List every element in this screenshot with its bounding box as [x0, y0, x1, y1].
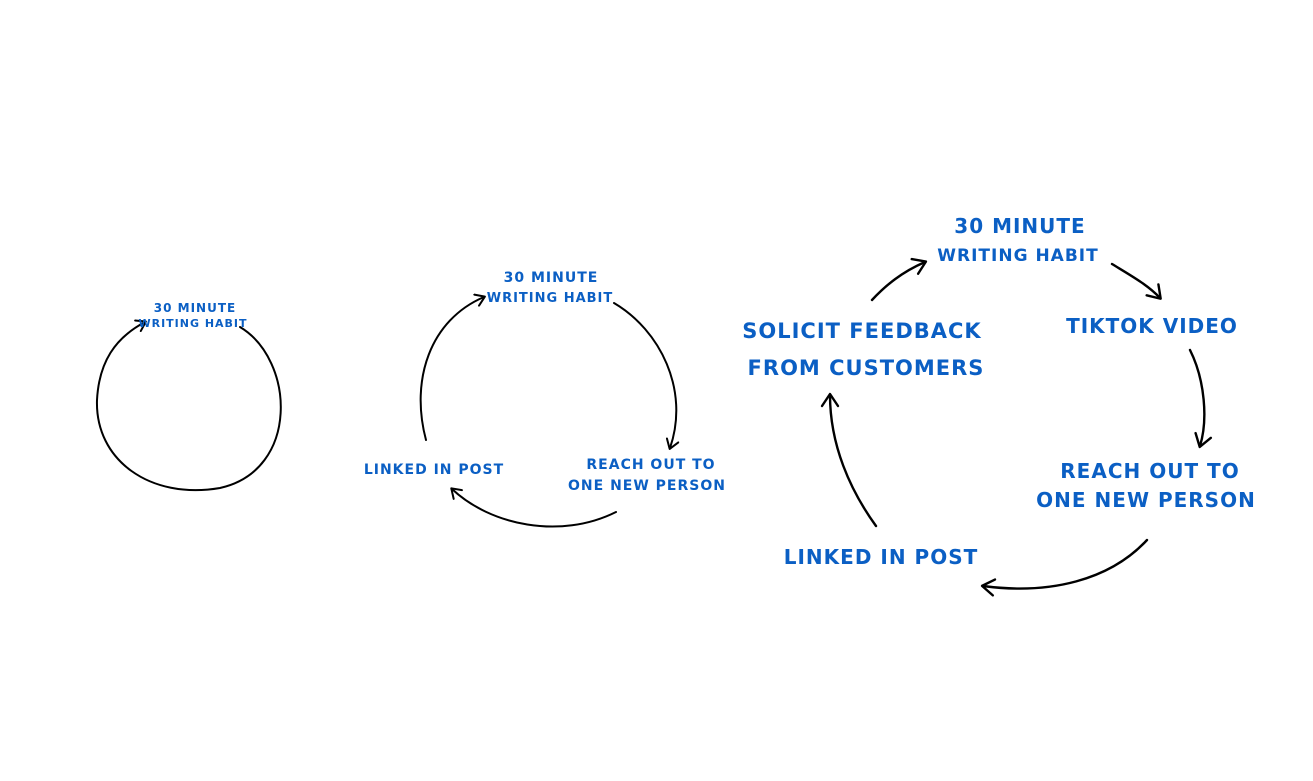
diagram-3-five-step-loop: 30 MINUTE WRITING HABIT TIKTOK VIDEO REA… — [742, 214, 1256, 597]
diagram-2-top-line1: 30 MINUTE — [504, 270, 599, 286]
diagram-3-arrow-solicit-to-habit — [870, 257, 928, 302]
diagram-3-solicit-line2: FROM CUSTOMERS — [748, 356, 985, 380]
diagram-1-single-loop: 30 MINUTE WRITING HABIT — [95, 301, 282, 492]
diagram-1-label-line1: 30 MINUTE — [154, 301, 236, 315]
diagram-2-top-line2: WRITING HABIT — [487, 291, 614, 306]
diagram-3-reach-line1: REACH OUT TO — [1060, 459, 1239, 483]
diagram-2-right-line2: ONE NEW PERSON — [568, 478, 726, 494]
diagram-3-top-line1: 30 MINUTE — [954, 214, 1085, 238]
diagram-2-right-line1: REACH OUT TO — [586, 457, 715, 473]
diagram-3-arrow-habit-to-tiktok — [1110, 262, 1162, 300]
diagram-3-top-line2: WRITING HABIT — [937, 246, 1098, 266]
diagram-2-arrow-reach-to-linkedin — [450, 487, 617, 528]
diagram-3-solicit-line1: SOLICIT FEEDBACK — [742, 319, 981, 343]
diagram-3-arrow-tiktok-to-reach — [1188, 348, 1213, 449]
diagram-1-loop-arrow — [95, 319, 282, 492]
diagram-3-reach-line2: ONE NEW PERSON — [1036, 488, 1256, 512]
diagram-3-tiktok: TIKTOK VIDEO — [1066, 314, 1238, 338]
diagram-2-arrow-habit-to-reach — [613, 302, 680, 450]
diagram-2-left: LINKED IN POST — [364, 462, 504, 478]
diagram-1-label-line2: WRITING HABIT — [138, 317, 247, 330]
diagram-2-arrow-linkedin-to-habit — [419, 293, 486, 441]
diagram-3-linkedin: LINKED IN POST — [784, 545, 979, 569]
diagram-2-three-step-loop: 30 MINUTE WRITING HABIT REACH OUT TO ONE… — [364, 270, 726, 528]
diagram-3-arrow-reach-to-linkedin — [980, 538, 1149, 597]
diagram-3-arrow-linkedin-to-solicit — [820, 392, 878, 528]
